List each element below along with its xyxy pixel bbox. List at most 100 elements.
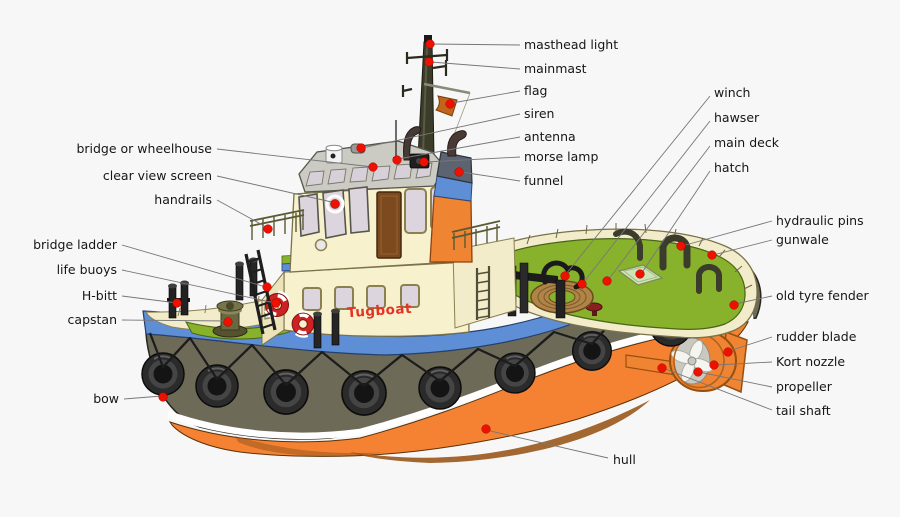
- label-rudder-blade: rudder blade: [776, 329, 857, 344]
- dot-winch: [560, 271, 570, 281]
- dot-gunwale: [707, 250, 717, 260]
- label-capstan: capstan: [67, 312, 117, 327]
- dot-morse-lamp: [419, 157, 429, 167]
- label-hawser: hawser: [714, 110, 760, 125]
- dot-antenna: [392, 155, 402, 165]
- leader-bridge-ladder: [121, 244, 267, 288]
- leader-bridge-or-wheelhouse: [216, 148, 374, 168]
- dot-bridge-ladder: [262, 282, 272, 292]
- label-antenna: antenna: [524, 129, 576, 144]
- label-siren: siren: [524, 106, 555, 121]
- leader-gunwale: [712, 239, 773, 256]
- label-bridge-or-wheelhouse: bridge or wheelhouse: [76, 141, 212, 156]
- dot-main-deck: [602, 276, 612, 286]
- dot-rudder-blade: [723, 347, 733, 357]
- leader-propeller: [698, 371, 773, 388]
- leader-old-tyre-fender: [734, 295, 773, 305]
- wheelhouse-door: [376, 191, 402, 259]
- halyard: [451, 92, 471, 141]
- label-life-buoys: life buoys: [56, 262, 117, 277]
- label-tail-shaft: tail shaft: [776, 403, 831, 418]
- roof-exhaust-pipe: [403, 126, 422, 161]
- handrail: [249, 209, 501, 250]
- dot-hatch: [635, 269, 645, 279]
- mast-yards: [401, 49, 449, 97]
- leader-clear-view-screen: [216, 175, 337, 204]
- dot-hull: [481, 424, 491, 434]
- dot-life-buoys: [271, 298, 281, 308]
- aft-ladder: [475, 266, 491, 320]
- label-morse-lamp: morse lamp: [524, 149, 599, 164]
- dot-mainmast: [424, 57, 434, 67]
- gaff-pole: [423, 82, 471, 95]
- fore-bitts-2: [313, 308, 340, 349]
- leader-antenna: [397, 136, 521, 160]
- deckhouse-windows: [302, 284, 420, 311]
- leader-main-deck: [607, 145, 711, 281]
- label-old-tyre-fender: old tyre fender: [776, 288, 869, 303]
- leader-handrails: [216, 199, 269, 229]
- dot-tail-shaft: [657, 363, 667, 373]
- leader-hull: [485, 429, 609, 459]
- leader-hydraulic-pins: [681, 220, 773, 247]
- porthole: [314, 238, 328, 252]
- label-funnel: funnel: [524, 173, 564, 188]
- label-hatch: hatch: [714, 160, 750, 175]
- leader-masthead-light: [431, 43, 521, 46]
- dot-handrails: [263, 224, 273, 234]
- dot-bridge-or-wheelhouse: [368, 162, 378, 172]
- dot-capstan: [223, 317, 233, 327]
- leader-morse-lamp: [425, 156, 521, 163]
- dot-hawser: [577, 279, 587, 289]
- callout-dots: [158, 39, 739, 434]
- leader-mainmast: [430, 61, 521, 70]
- leader-tail-shaft: [662, 367, 773, 411]
- hull-shadow-streak-bow: [235, 436, 385, 457]
- dot-clear-view-screen: [330, 199, 340, 209]
- label-bow: bow: [93, 391, 119, 406]
- funnel-shape: [429, 130, 473, 263]
- label-main-deck: main deck: [714, 135, 779, 150]
- leader-h-bitt: [121, 295, 178, 304]
- leader-lines: [121, 43, 773, 459]
- hull-shadow-streak: [350, 400, 650, 463]
- dot-siren: [356, 143, 366, 153]
- dot-hydraulic-pins: [676, 241, 686, 251]
- leader-siren: [361, 113, 521, 149]
- dot-old-tyre-fender: [729, 300, 739, 310]
- dot-funnel: [454, 167, 464, 177]
- leader-rudder-blade: [728, 336, 773, 352]
- leader-winch: [565, 95, 711, 275]
- leader-kort-nozzle: [715, 361, 773, 366]
- funnel-exhaust-pipe: [447, 130, 467, 157]
- label-winch: winch: [714, 85, 751, 100]
- propeller-shape: [670, 339, 714, 383]
- leader-hawser: [582, 120, 711, 284]
- dot-bow: [158, 392, 168, 402]
- masthead-light-fixture: [424, 35, 432, 43]
- leader-hatch: [640, 170, 711, 275]
- signal-horn-cylinder: [325, 144, 343, 164]
- label-flag: flag: [524, 83, 548, 98]
- leader-bow: [123, 395, 163, 400]
- label-hydraulic-pins: hydraulic pins: [776, 213, 864, 228]
- label-hull: hull: [613, 452, 636, 467]
- label-bridge-ladder: bridge ladder: [33, 237, 117, 252]
- leader-capstan: [121, 319, 228, 322]
- label-gunwale: gunwale: [776, 232, 829, 247]
- dot-flag: [445, 99, 455, 109]
- leader-flag: [451, 90, 521, 104]
- label-handrails: handrails: [154, 192, 212, 207]
- dot-propeller: [693, 367, 703, 377]
- leader-funnel: [460, 171, 521, 182]
- label-propeller: propeller: [776, 379, 832, 394]
- label-kort-nozzle: Kort nozzle: [776, 354, 846, 369]
- label-h-bitt: H-bitt: [81, 288, 117, 303]
- dot-kort-nozzle: [709, 360, 719, 370]
- label-mainmast: mainmast: [524, 61, 587, 76]
- hydraulic-pin: [613, 228, 722, 294]
- dot-h-bitt: [172, 298, 182, 308]
- label-masthead-light: masthead light: [524, 37, 619, 52]
